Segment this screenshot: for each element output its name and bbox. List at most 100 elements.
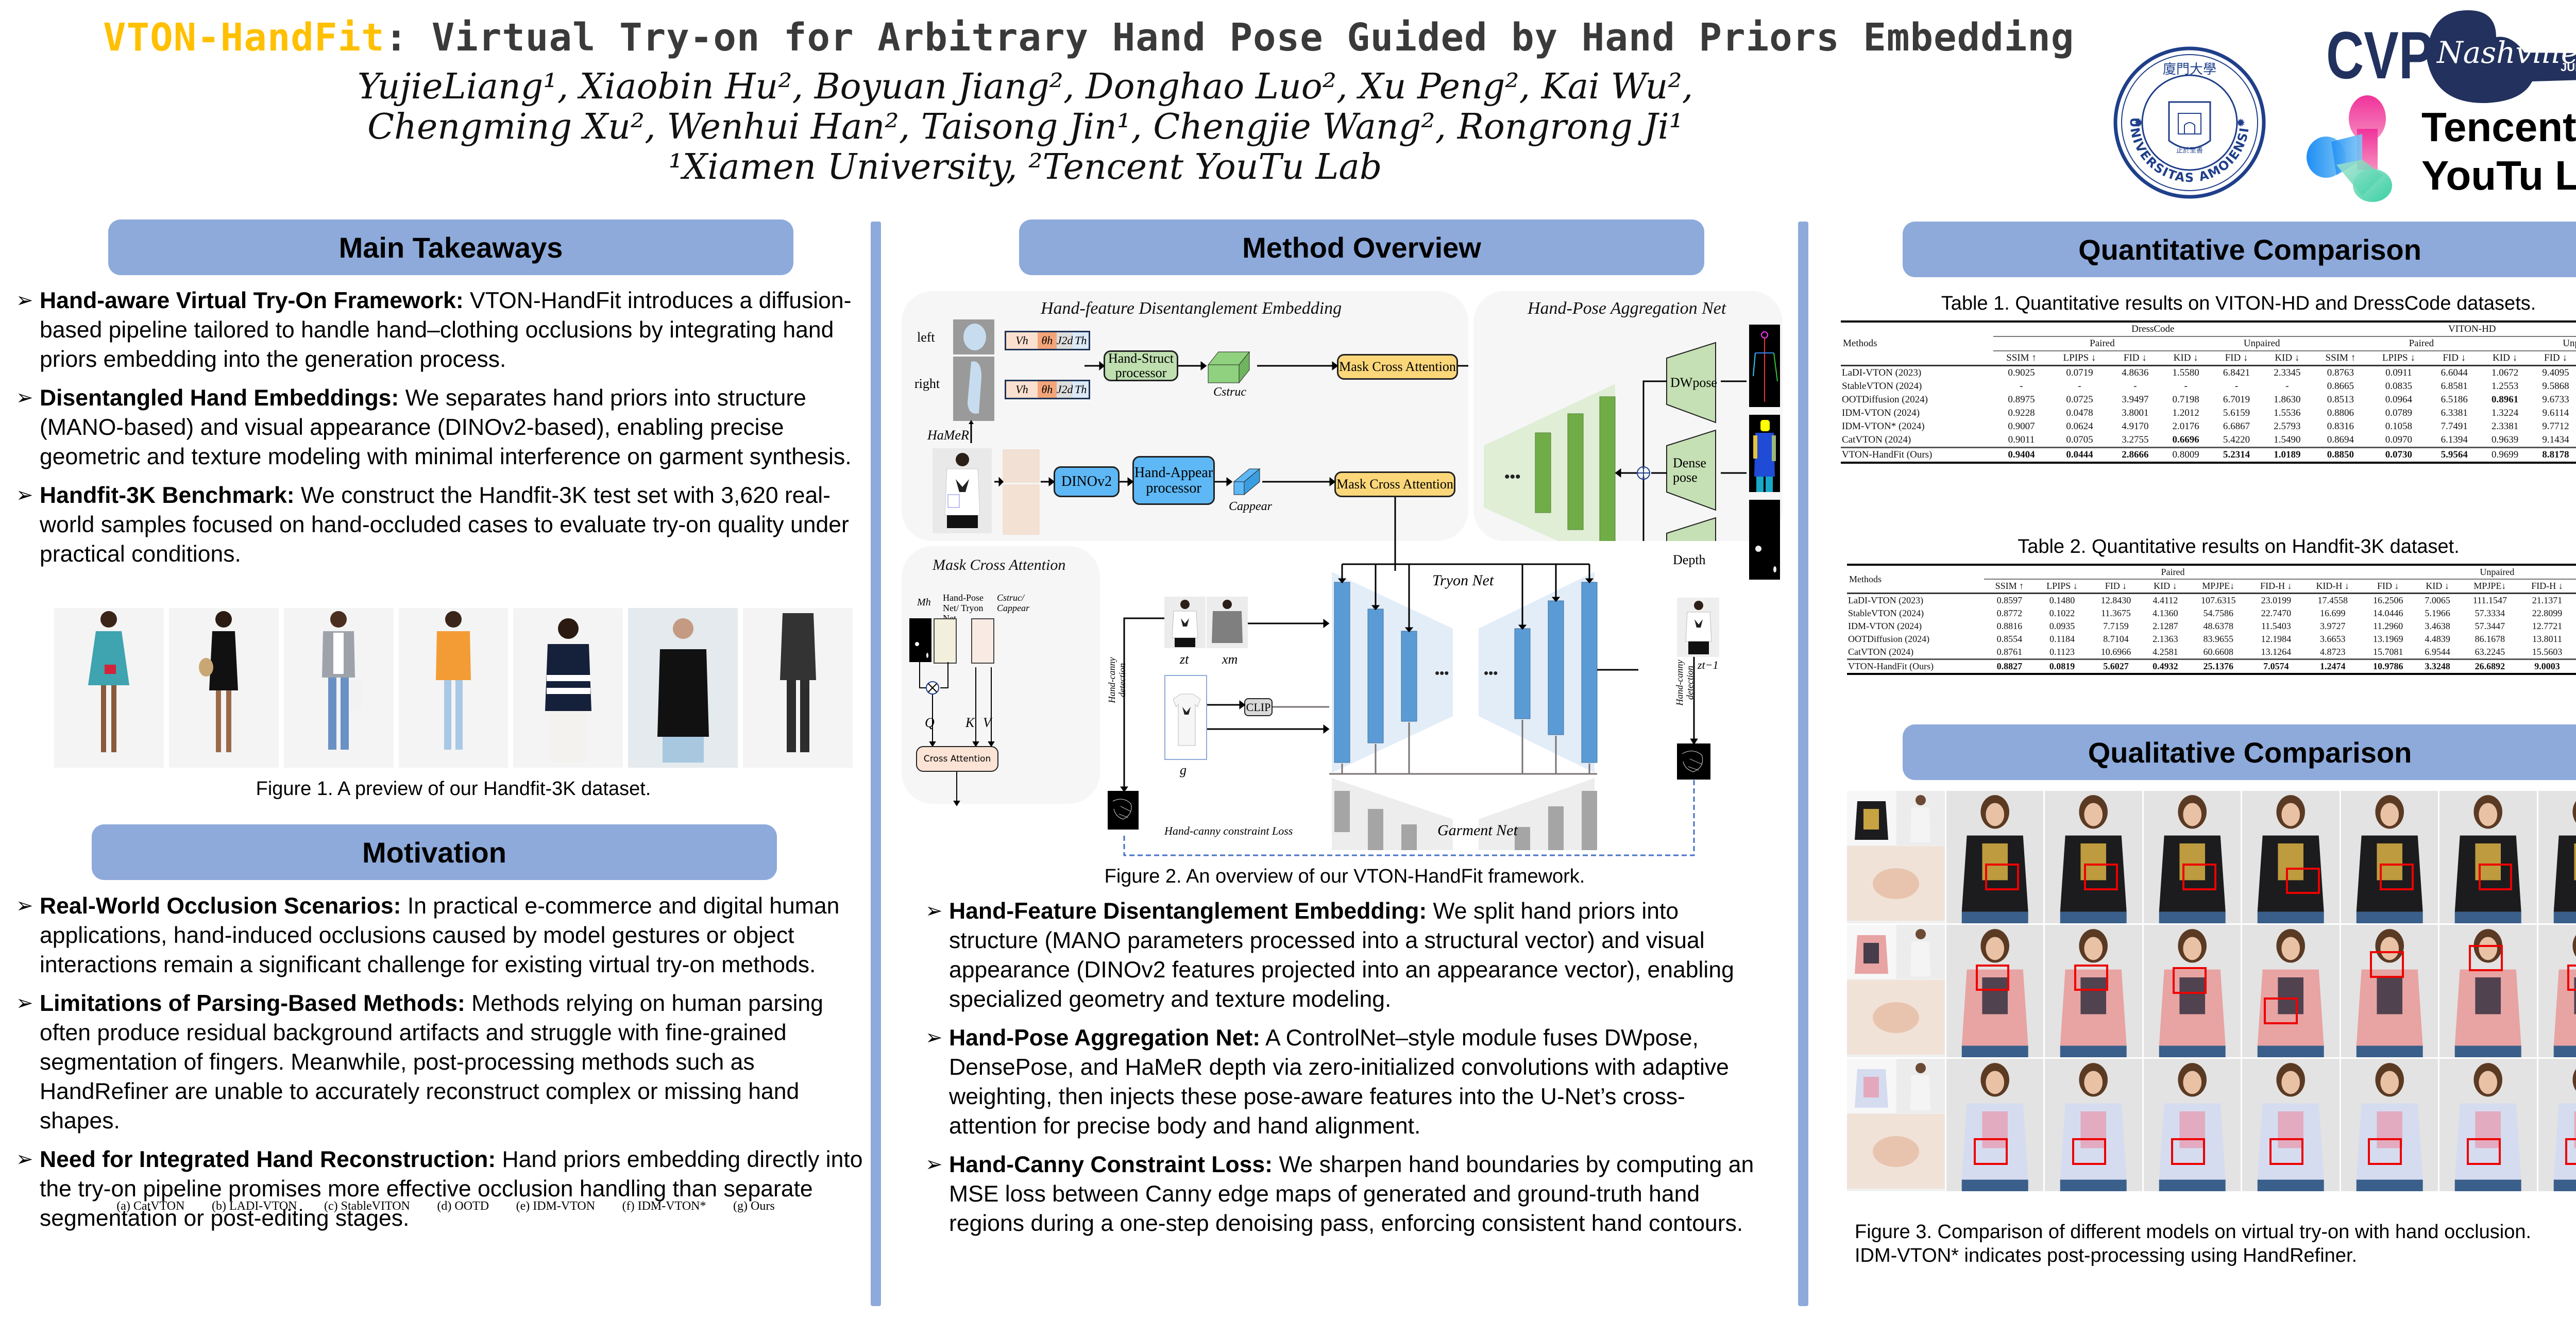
title-rest: : Virtual Try-on for Arbitrary Hand Pose… [384,15,2075,60]
table-2-column-headers: SSIM ↑LPIPS ↓FID ↓KID ↓MPJPE↓FID-H ↓KID-… [1847,579,2576,594]
method-name: CatVTON (2024) [1842,434,1911,445]
table-cell: 0.0478 [2049,407,2110,420]
table-cell: 0.8763 [2313,366,2369,380]
metric-value: 6.3381 [2441,408,2468,418]
table-cell: 0.9025 [1993,366,2049,380]
table-cell: 0.9404 [1993,447,2049,464]
c-appear-tensor-icon [1233,468,1261,496]
column-header: FID-H ↓ [2248,579,2304,594]
table-cell: 3.4638 [2415,620,2461,633]
metric-value: 2.3345 [2274,367,2301,378]
metric-value: 0.9025 [2008,367,2035,378]
panel-title-mca: Mask Cross Attention [933,556,1066,573]
table-2-unpaired: Unpaired [2361,565,2576,580]
dataset-image [283,608,394,768]
table-cell: 0.6696 [2160,433,2211,448]
param-vh: Vh [1006,381,1038,398]
svg-text:✹: ✹ [2134,116,2143,129]
table-cell: 0.9011 [1993,433,2049,448]
section-header-motivation: Motivation [92,824,777,880]
hand-region-highlight-box [2171,1138,2205,1165]
table-cell: 0.8694 [2313,433,2369,448]
table-cell: 9.0003 [2519,658,2575,675]
metric-value: 3.4638 [2425,621,2450,631]
table-cell: 7.0065 [2415,594,2461,607]
table-2-paired: Paired [1984,565,2362,580]
metric-value: 3.8001 [2122,408,2149,418]
metric-value: 9.6733 [2542,394,2569,405]
figure-2-caption: Figure 2. An overview of our VTON-HandFi… [1104,866,1585,887]
table-cell: 1.8630 [2262,393,2312,407]
dataset-image [398,608,509,768]
method-text: We sharpen hand boundaries by computing … [949,1152,1754,1236]
table-1-methods-header: Methods [1843,338,1877,349]
tencent-youtu-logo-mark [2307,95,2392,202]
metric-value: 0.0935 [2049,621,2075,631]
comparison-result-image [2341,1059,2438,1191]
method-name: VTON-HandFit (Ours) [1847,658,1985,675]
metric-value: 0.9007 [2008,421,2035,432]
table-1-unpaired: Unpaired [2530,336,2576,351]
table-cell: - [2049,380,2110,393]
table-1-dataset-dresscode: DressCode [1993,322,2313,337]
metric-value: 2.3381 [2491,421,2519,432]
metric-value: 0.0478 [2066,408,2093,418]
mask-cross-attention-struct: Mask Cross Attention [1337,354,1458,380]
metric-value: 15.5603 [2532,647,2563,657]
mask-cross-attention-appear: Mask Cross Attention [1334,471,1455,497]
table-1-viton-dresscode: Methods DressCode VITON-HD Paired Unpair… [1841,320,2576,464]
table-cell: 13.1264 [2248,646,2304,660]
metric-value: 1.2474 [2319,661,2346,671]
table-cell: 3.9497 [2110,393,2160,407]
motivation-item: ➢Need for Integrated Hand Reconstruction… [13,1145,868,1233]
label-hamer: HaMeR [927,428,969,443]
table-cell: 1.5536 [2262,407,2312,420]
table-cell: 4.8636 [2110,366,2160,380]
metric-value: 3.3248 [2425,661,2450,671]
column-header: FID ↓ [2089,579,2143,594]
metric-value: 9.4095 [2542,367,2569,378]
right-hand-mesh-image [953,357,994,421]
svg-text:•••: ••• [1484,665,1498,681]
feature-grid-image [934,618,957,664]
label-zt: zt [1180,652,1189,667]
diagram-arrows [994,361,1468,571]
table-cell: 9.6114 [2530,407,2576,420]
metric-value: 107.6315 [2200,595,2236,605]
metric-value: 48.6378 [2203,621,2233,631]
metric-value: 12.8430 [2100,595,2131,605]
metric-value: - [2285,381,2289,392]
metric-value: 3.2755 [2122,434,2149,445]
arrow-bullet-icon: ➢ [16,894,33,917]
metric-value: 0.0789 [2385,408,2413,418]
column-header: MPJPE↓ [2188,579,2249,594]
metric-value: 17.4558 [2317,595,2348,605]
metric-value: 1.5580 [2172,367,2199,378]
table-2-caption: Table 2. Quantitative results on Handfit… [2018,536,2460,557]
takeaway-item: ➢Hand-aware Virtual Try-On Framework: VT… [13,286,863,374]
hand-region-highlight-box [2173,967,2207,994]
metric-value: 12.1984 [2261,634,2292,644]
method-title: Hand-Feature Disentanglement Embedding: [949,899,1427,924]
metric-value: 6.5186 [2441,394,2468,405]
authors-line-2: Chengming Xu², Wenhui Han², Taisong Jin¹… [367,107,1683,147]
table-cell: 4.4112 [2142,594,2188,607]
table-cell: 6.9544 [2415,646,2461,660]
label-tryon-net: Tryon Net [1432,572,1494,589]
table-cell: 0.0964 [2368,393,2429,407]
metric-value: 6.1394 [2441,434,2468,445]
column-header: FID-H ↓ [2519,579,2575,594]
comparison-result-image [2341,791,2438,923]
metric-value: 4.4112 [2153,595,2178,605]
table-cell: 17.4558 [2304,594,2362,607]
dataset-image [628,608,738,768]
table-cell: 10.9786 [2361,658,2415,675]
comparison-result-image [2538,1059,2576,1191]
table-cell: 0.0719 [2049,366,2110,380]
takeaway-item: ➢Handfit-3K Benchmark: We construct the … [13,481,863,569]
method-label: (a) CatVTON [116,1199,185,1213]
